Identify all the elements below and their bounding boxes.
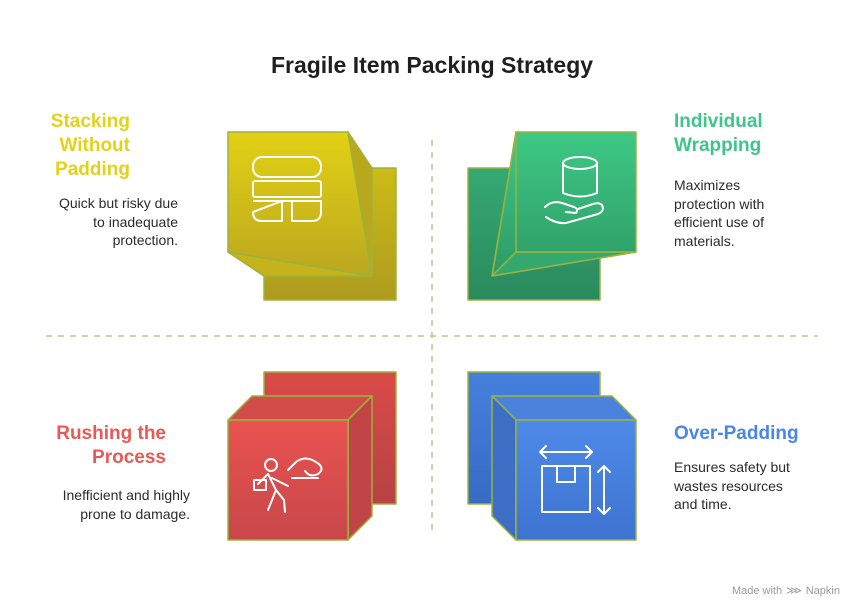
quadrant-bottom-left-title: Rushing the Process — [56, 423, 166, 468]
quadrant-top-right-title: Individual Wrapping — [674, 111, 763, 156]
quadrant-top-left-title: Stacking Without Padding — [50, 111, 130, 180]
footer-brand-label: Napkin — [805, 584, 840, 597]
page-title: Fragile Item Packing Strategy — [270, 52, 594, 78]
quadrant-top-left-description: Quick but risky due to inadequate protec… — [58, 195, 178, 248]
quadrant-top-right-description: Maximizes protection with efficient use … — [674, 177, 765, 249]
quadrant-bottom-left-shape — [227, 371, 397, 541]
quadrant-bottom-left-description: Inefficient and highly prone to damage. — [62, 487, 190, 522]
footer-made-with-label: Made with — [731, 584, 783, 597]
layers-icon — [252, 156, 322, 222]
napkin-logo-icon: ⋙ — [786, 585, 802, 597]
quadrant-bottom-right-title: Over-Padding — [674, 423, 799, 444]
box-with-dimension-arrows-icon — [539, 445, 611, 515]
quadrant-bottom-right-description: Ensures safety but wastes resources and … — [674, 459, 790, 512]
hand-holding-cylinder-icon — [544, 156, 604, 225]
quadrant-top-right-shape — [467, 131, 637, 301]
quadrant-top-left-shape — [227, 131, 397, 301]
person-running-with-box-icon — [253, 457, 323, 513]
quadrant-bottom-right-shape — [467, 371, 637, 541]
made-with-napkin-footer[interactable]: Made with ⋙ Napkin — [731, 584, 840, 598]
